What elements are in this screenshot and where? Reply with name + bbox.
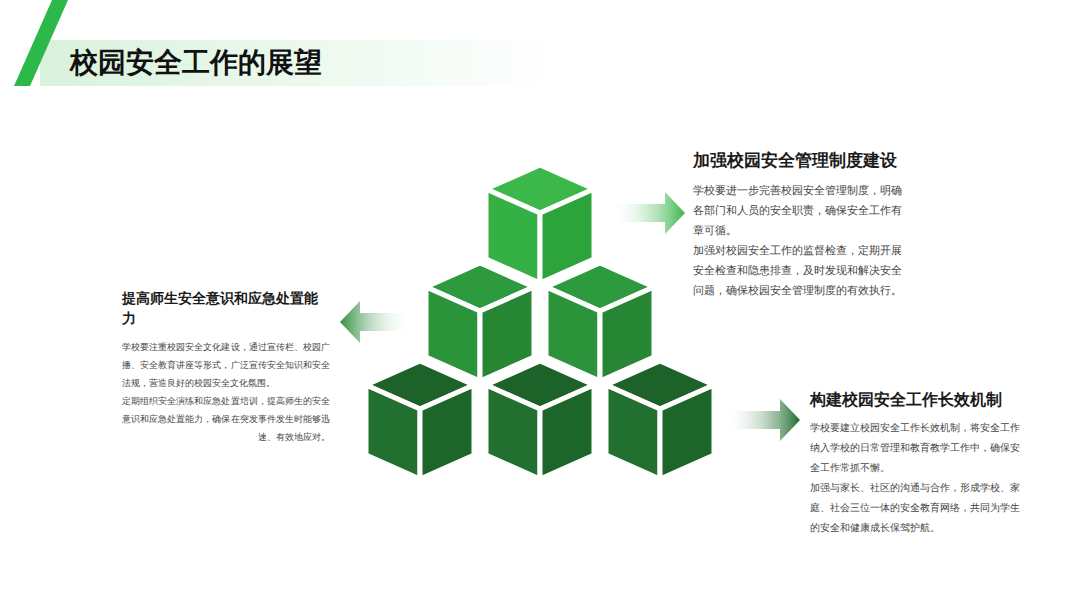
block-body: 学校要注重校园安全文化建设，通过宣传栏、校园广播、安全教育讲座等形式，广泛宣传安… — [122, 338, 330, 392]
block-body: 加强与家长、社区的沟通与合作，形成学校、家庭、社会三位一体的安全教育网络，共同为… — [810, 478, 1028, 538]
text-block: 构建校园安全工作长效机制学校要建立校园安全工作长效机制，将安全工作纳入学校的日常… — [810, 388, 1028, 538]
block-body: 加强对校园安全工作的监督检查，定期开展安全检查和隐患排查，及时发现和解决安全问题… — [693, 240, 908, 300]
arrow-left — [340, 301, 410, 343]
block-body: 定期组织安全演练和应急处置培训，提高师生的安全意识和应急处置能力，确保在突发事件… — [122, 392, 330, 446]
text-block: 提高师生安全意识和应急处置能力学校要注重校园安全文化建设，通过宣传栏、校园广播、… — [122, 288, 330, 446]
accent-bar — [14, 0, 68, 86]
block-heading: 提高师生安全意识和应急处置能力 — [122, 288, 330, 328]
block-heading: 构建校园安全工作长效机制 — [810, 388, 1028, 412]
cube-face — [420, 385, 474, 479]
cube-face — [486, 385, 540, 479]
text-block: 加强校园安全管理制度建设学校要进一步完善校园安全管理制度，明确各部门和人员的安全… — [693, 146, 908, 300]
cube-pyramid — [366, 165, 714, 479]
cube-face — [540, 385, 594, 479]
block-body: 学校要建立校园安全工作长效机制，将安全工作纳入学校的日常管理和教育教学工作中，确… — [810, 418, 1028, 478]
slide-title: 校园安全工作的展望 — [70, 44, 322, 82]
arrow-right — [610, 192, 685, 234]
block-heading: 加强校园安全管理制度建设 — [693, 146, 908, 174]
cube-face — [660, 385, 714, 479]
arrow-right — [725, 399, 800, 441]
title-band — [40, 40, 560, 86]
cube-face — [606, 385, 660, 479]
block-body: 学校要进一步完善校园安全管理制度，明确各部门和人员的安全职责，确保安全工作有章可… — [693, 180, 908, 240]
cube-face — [366, 385, 420, 479]
